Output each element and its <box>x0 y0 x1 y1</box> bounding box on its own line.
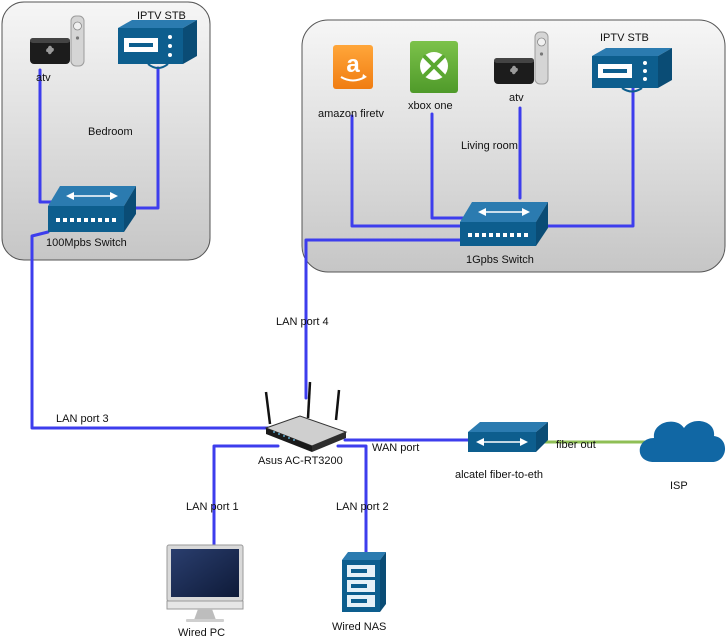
wired-nas[interactable] <box>342 552 386 612</box>
network-switch-icon <box>460 202 548 246</box>
svg-text:a: a <box>346 51 360 78</box>
bedroom-stb-label: IPTV STB <box>137 10 186 22</box>
living-switch-label: 1Gpbs Switch <box>466 254 534 266</box>
remote-icon <box>70 15 85 67</box>
bedroom-switch-label: 100Mpbs Switch <box>46 237 127 249</box>
set-top-box-icon <box>118 20 197 69</box>
living-xbox-label: xbox one <box>408 100 453 112</box>
wire-lan4 <box>304 238 462 400</box>
bedroom-atv-label: atv <box>36 72 51 84</box>
network-switch-icon <box>48 186 136 232</box>
monitor-icon <box>166 544 244 622</box>
bedroom-switch[interactable] <box>48 186 136 232</box>
living-stb-label: IPTV STB <box>600 32 649 44</box>
living-xbox-one[interactable] <box>410 41 458 93</box>
living-iptv-stb[interactable] <box>592 48 672 93</box>
remote-icon <box>534 31 549 85</box>
bedroom-room-label: Bedroom <box>88 126 133 138</box>
router[interactable] <box>264 381 348 452</box>
living-atv-label: atv <box>509 92 524 104</box>
wired-pc-label: Wired PC <box>178 627 225 639</box>
wire-living-xbox <box>430 112 470 220</box>
wire-living-stb <box>543 82 635 228</box>
wire-lan2 <box>336 444 368 554</box>
fiber-out-label: fiber out <box>556 439 596 451</box>
lan1-label: LAN port 1 <box>186 501 239 513</box>
wire-bedroom-stb <box>130 66 160 210</box>
fiber-converter[interactable] <box>468 422 548 452</box>
cloud-icon <box>639 421 726 462</box>
lan2-label: LAN port 2 <box>336 501 389 513</box>
amazon-icon: a <box>333 45 373 89</box>
wan-label: WAN port <box>372 442 419 454</box>
apple-tv-icon <box>494 58 534 84</box>
lan3-label: LAN port 3 <box>56 413 109 425</box>
bedroom-apple-tv[interactable] <box>30 15 85 67</box>
wire-lan1 <box>212 444 280 550</box>
cabling <box>30 66 652 554</box>
wire-lan3 <box>30 230 272 430</box>
apple-tv-icon <box>30 38 70 64</box>
living-firetv-label: amazon firetv <box>318 108 385 120</box>
router-label: Asus AC-RT3200 <box>258 455 343 467</box>
media-converter-icon <box>468 422 548 452</box>
wired-nas-label: Wired NAS <box>332 621 386 633</box>
wired-pc[interactable] <box>166 544 244 622</box>
isp-label: ISP <box>670 480 688 492</box>
living-room-label: Living room <box>461 140 518 152</box>
converter-label: alcatel fiber-to-eth <box>455 469 543 481</box>
wire-living-firetv <box>350 114 464 228</box>
living-apple-tv[interactable] <box>494 31 549 85</box>
living-amazon-firetv[interactable]: a <box>333 45 373 89</box>
bedroom-iptv-stb[interactable] <box>118 20 197 69</box>
set-top-box-icon <box>592 48 672 93</box>
xbox-icon <box>410 41 458 93</box>
isp-cloud[interactable] <box>639 421 726 462</box>
server-icon <box>342 552 386 612</box>
wireless-router-icon <box>264 381 348 452</box>
lan4-label: LAN port 4 <box>276 316 329 328</box>
living-switch[interactable] <box>460 202 548 246</box>
